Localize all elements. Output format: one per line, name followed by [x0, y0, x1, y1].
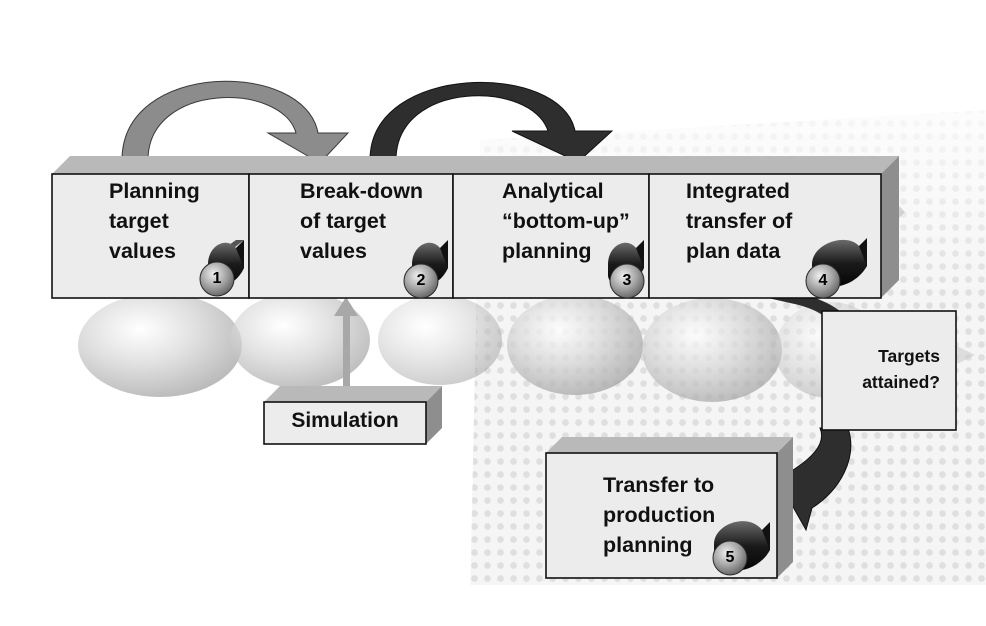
step-3-label: Analytical “bottom-up” planning: [502, 179, 630, 263]
step-4-number: 4: [818, 272, 828, 289]
step-5-number: 5: [725, 549, 735, 566]
step-badge-3: [608, 240, 645, 299]
step-badge-2: [403, 240, 448, 299]
decision-box: [821, 310, 957, 431]
arrow-step2-to-step3: [369, 81, 614, 163]
step-2-number: 2: [416, 272, 426, 289]
step-5-label: Transfer to production planning: [603, 473, 716, 557]
simulation-up-arrow: [334, 297, 358, 390]
arrow-decision-to-step5: [777, 427, 852, 532]
simulation-box: [263, 386, 442, 445]
step-1-number: 1: [212, 270, 222, 287]
step-badge-5: [712, 521, 770, 576]
step-4-label: Integrated transfer of plan data: [686, 179, 793, 263]
step-1-label: Planning target values: [109, 179, 200, 263]
arrow-step1-to-step2: [121, 80, 350, 164]
step-badge-4: [805, 238, 867, 299]
simulation-label: Simulation: [291, 409, 399, 432]
step-2-label: Break-down of target values: [300, 179, 424, 263]
decision-label: Targets attained?: [862, 346, 940, 392]
step-badge-1: [199, 240, 244, 297]
step-3-number: 3: [622, 272, 632, 289]
